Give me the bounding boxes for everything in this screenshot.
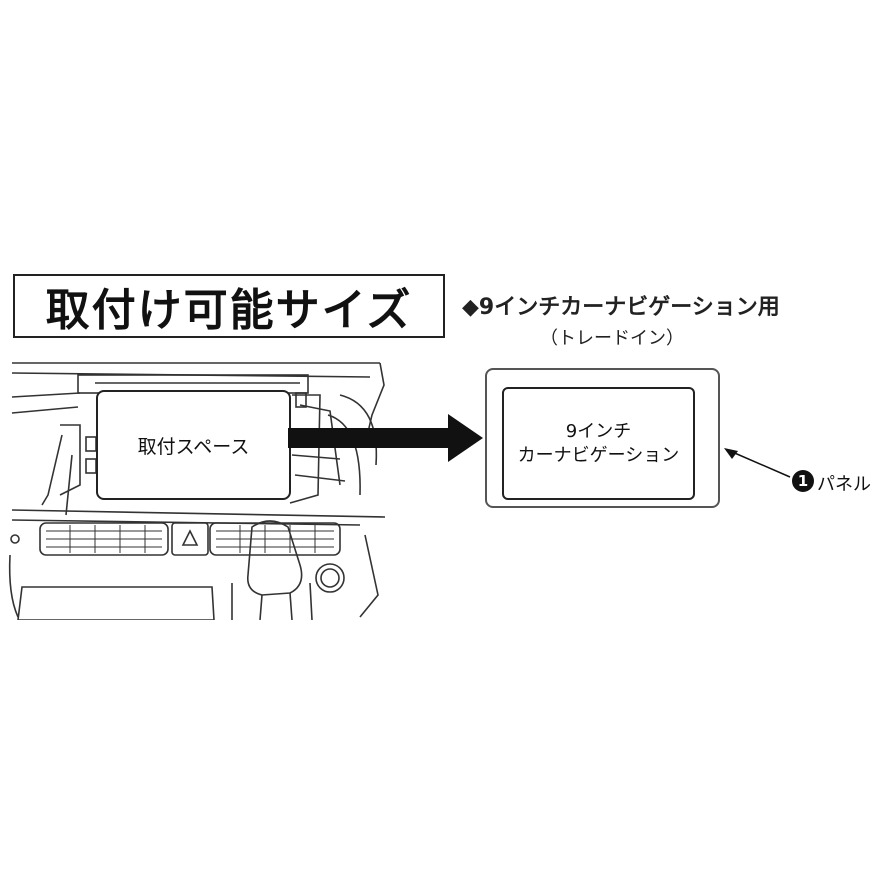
arrow-icon xyxy=(288,414,483,462)
screen-type-label: カーナビゲーション xyxy=(517,444,680,466)
part-label: パネル xyxy=(817,474,871,495)
navigation-screen: 9インチ カーナビゲーション xyxy=(502,387,695,500)
screen-size-label: 9インチ xyxy=(565,420,632,442)
spec-line: ◆9インチカーナビゲーション用 xyxy=(462,295,780,320)
mounting-space-label: 取付スペース xyxy=(137,435,250,458)
spec-subtitle: （トレードイン） xyxy=(540,328,684,349)
leader-arrow-icon xyxy=(724,448,791,478)
page-title: 取付け可能サイズ xyxy=(45,285,413,336)
title-box: 取付け可能サイズ xyxy=(13,274,445,338)
mounting-space-box: 取付スペース xyxy=(96,390,291,500)
dashboard-illustration xyxy=(8,362,386,620)
part-number-badge: 1 xyxy=(792,470,814,492)
